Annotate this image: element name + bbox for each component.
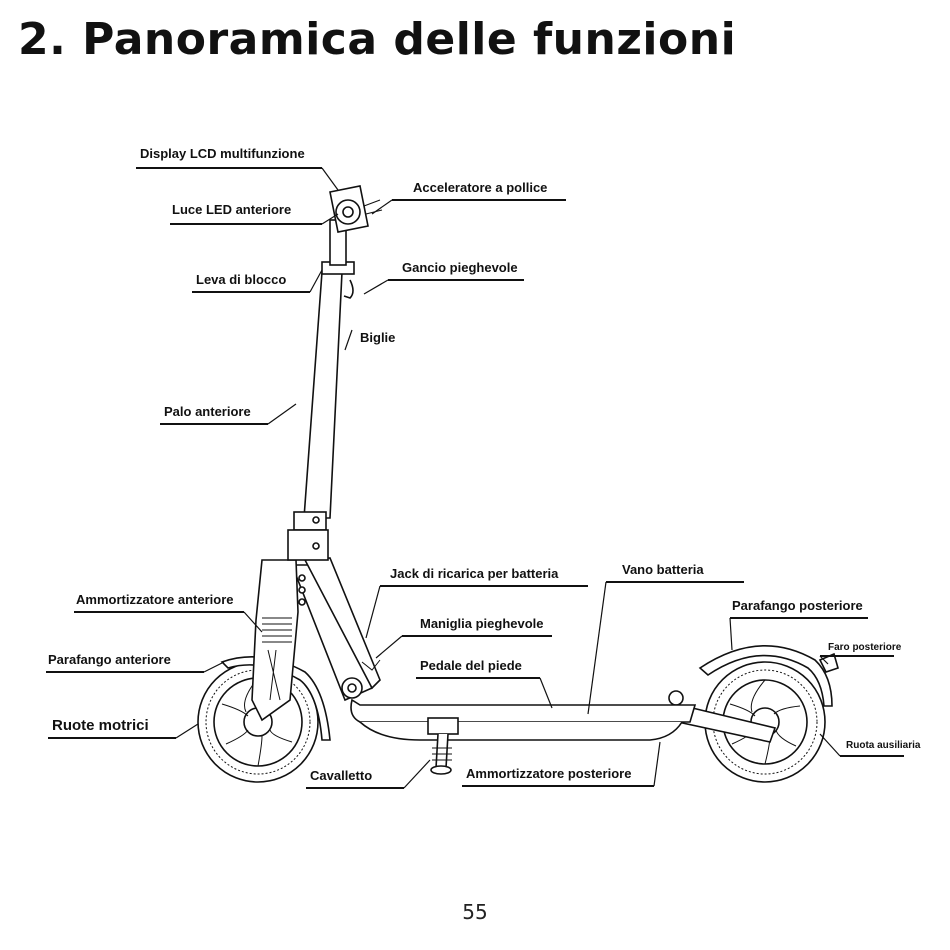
- callout-ruota-aus: Ruota ausiliaria: [819, 733, 921, 757]
- page-title: 2. Panoramica delle funzioni: [18, 14, 737, 65]
- svg-text:Pedale del piede: Pedale del piede: [420, 658, 522, 673]
- callout-ruote-motrici: Ruote motrici: [48, 717, 199, 739]
- callout-pedale: Pedale del piede: [416, 658, 553, 709]
- callout-leva: Leva di blocco: [192, 269, 323, 293]
- callout-luce-led: Luce LED anteriore: [170, 202, 339, 225]
- svg-text:Cavalletto: Cavalletto: [310, 768, 372, 783]
- callout-jack: Jack di ricarica per batteria: [365, 566, 588, 639]
- front-fork: [251, 559, 299, 722]
- callout-ammortizzatore-ant: Ammortizzatore anteriore: [74, 592, 263, 633]
- head-display: [329, 185, 383, 233]
- scooter-illustration: [197, 185, 839, 783]
- svg-text:Acceleratore a pollice: Acceleratore a pollice: [413, 180, 547, 195]
- svg-text:Jack di ricarica per batteria: Jack di ricarica per batteria: [390, 566, 559, 581]
- rear-fender: [698, 645, 833, 707]
- svg-text:Ammortizzatore anteriore: Ammortizzatore anteriore: [76, 592, 233, 607]
- callout-cavalletto: Cavalletto: [306, 759, 431, 789]
- svg-text:Ruote motrici: Ruote motrici: [52, 717, 149, 734]
- callout-palo: Palo anteriore: [160, 403, 297, 425]
- stem: [287, 219, 355, 561]
- svg-text:Faro posteriore: Faro posteriore: [828, 642, 902, 653]
- svg-text:Ammortizzatore posteriore: Ammortizzatore posteriore: [466, 766, 631, 781]
- svg-text:Parafango posteriore: Parafango posteriore: [732, 598, 863, 613]
- kickstand: [427, 717, 459, 775]
- svg-text:Maniglia pieghevole: Maniglia pieghevole: [420, 616, 544, 631]
- callout-acceleratore: Acceleratore a pollice: [371, 180, 566, 215]
- svg-text:Luce LED anteriore: Luce LED anteriore: [172, 202, 291, 217]
- callout-parafango-ant: Parafango anteriore: [46, 652, 225, 673]
- callout-maniglia: Maniglia pieghevole: [375, 616, 552, 659]
- callout-vano: Vano batteria: [587, 562, 744, 715]
- callout-display: Display LCD multifunzione: [136, 146, 339, 191]
- callout-ammortizzatore-post: Ammortizzatore posteriore: [462, 741, 661, 787]
- svg-text:Display LCD multifunzione: Display LCD multifunzione: [140, 146, 305, 161]
- svg-text:Ruota ausiliaria: Ruota ausiliaria: [846, 740, 921, 751]
- callout-faro-post: Faro posteriore: [819, 642, 902, 665]
- svg-text:Biglie: Biglie: [360, 330, 395, 345]
- svg-text:Gancio pieghevole: Gancio pieghevole: [402, 260, 518, 275]
- callout-biglie: Biglie: [344, 329, 395, 351]
- callout-parafango-post: Parafango posteriore: [729, 598, 868, 651]
- svg-text:Palo anteriore: Palo anteriore: [164, 404, 251, 419]
- svg-text:Parafango anteriore: Parafango anteriore: [48, 652, 171, 667]
- page-number: 55: [462, 900, 488, 924]
- svg-text:Vano batteria: Vano batteria: [622, 562, 704, 577]
- svg-text:Leva di blocco: Leva di blocco: [196, 272, 286, 287]
- deck: [350, 698, 697, 723]
- callout-gancio: Gancio pieghevole: [363, 260, 524, 295]
